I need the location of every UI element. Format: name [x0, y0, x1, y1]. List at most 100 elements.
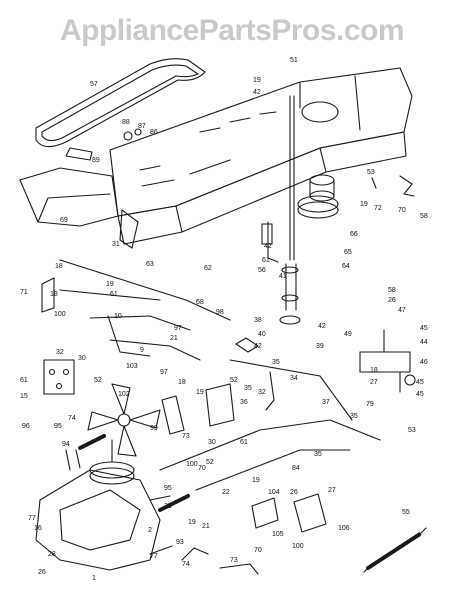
part-number-label: 100 — [54, 311, 66, 318]
part-number-label: 96 — [22, 423, 30, 430]
part-number-label: 47 — [398, 307, 406, 314]
part-number-label: 36 — [240, 399, 248, 406]
part-number-label: 42 — [264, 243, 272, 250]
part-number-label: 61 — [20, 377, 28, 384]
part-number-label: 21 — [170, 335, 178, 342]
part-number-label: 93 — [176, 539, 184, 546]
part-number-label: 52 — [230, 377, 238, 384]
part-number-label: 30 — [208, 439, 216, 446]
part-number-label: 70 — [398, 207, 406, 214]
part-number-label: 49 — [344, 331, 352, 338]
part-number-label: 35 — [272, 359, 280, 366]
part-number-label: 1 — [92, 575, 96, 582]
part-number-label: 22 — [222, 489, 230, 496]
part-number-label: 70 — [254, 547, 262, 554]
part-number-label: 61 — [262, 257, 270, 264]
part-number-label: 105 — [272, 531, 284, 538]
idler-pulley — [297, 174, 339, 219]
part-number-label: 18 — [370, 367, 378, 374]
part-number-label: 79 — [366, 401, 374, 408]
part-number-label: 89 — [92, 157, 100, 164]
part-number-label: 28 — [48, 551, 56, 558]
part-number-label: 30 — [78, 355, 86, 362]
part-number-label: 27 — [370, 379, 378, 386]
part-number-label: 2 — [148, 527, 152, 534]
part-number-label: 103 — [126, 363, 138, 370]
part-number-label: 32 — [258, 389, 266, 396]
extension-spring — [366, 532, 422, 570]
part-number-label: 19 — [360, 201, 368, 208]
part-number-label: 72 — [374, 205, 382, 212]
part-number-label: 77 — [28, 515, 36, 522]
part-number-label: 35 — [244, 385, 252, 392]
part-number-label: 21 — [202, 523, 210, 530]
part-number-label: 52 — [206, 459, 214, 466]
part-number-label: 42 — [254, 343, 262, 350]
part-number-label: 42 — [253, 89, 261, 96]
part-number-label: 74 — [68, 415, 76, 422]
part-number-label: 31 — [112, 241, 120, 248]
part-number-label: 63 — [146, 261, 154, 268]
part-number-label: 70 — [198, 465, 206, 472]
part-number-label: 52 — [94, 377, 102, 384]
part-number-label: 37 — [322, 399, 330, 406]
part-number-label: 26 — [290, 489, 298, 496]
part-number-label: 34 — [290, 375, 298, 382]
part-number-label: 66 — [350, 231, 358, 238]
part-number-label: 95 — [164, 485, 172, 492]
part-number-label: 19 — [188, 519, 196, 526]
part-number-label: 65 — [344, 249, 352, 256]
watermark: AppliancePartsPros.com — [59, 14, 405, 47]
part-number-label: 97 — [160, 369, 168, 376]
part-number-label: 58 — [420, 213, 428, 220]
part-number-label: 53 — [367, 169, 375, 176]
part-number-label: 44 — [420, 339, 428, 346]
part-number-label: 68 — [196, 299, 204, 306]
part-number-label: 102 — [118, 391, 130, 398]
part-number-label: 15 — [20, 393, 28, 400]
part-number-label: 45 — [416, 391, 424, 398]
part-number-label: 10 — [114, 313, 122, 320]
part-number-label: 19 — [196, 389, 204, 396]
part-number-label: 26 — [388, 297, 396, 304]
part-number-label: 98 — [216, 309, 224, 316]
part-number-label: 94 — [62, 441, 70, 448]
part-number-label: 97 — [174, 325, 182, 332]
part-number-label: 35 — [314, 451, 322, 458]
part-number-label: 95 — [54, 423, 62, 430]
part-number-label: 62 — [204, 265, 212, 272]
part-number-label: 27 — [328, 487, 336, 494]
part-number-label: 84 — [292, 465, 300, 472]
drive-belt — [35, 58, 206, 148]
part-number-label: 19 — [252, 477, 260, 484]
part-number-label: 20 — [164, 503, 172, 510]
part-number-label: 99 — [150, 425, 158, 432]
part-number-label: 39 — [316, 343, 324, 350]
part-number-label: 46 — [420, 359, 428, 366]
part-number-label: 77 — [150, 553, 158, 560]
part-number-label: 61 — [110, 291, 118, 298]
part-number-label: 45 — [416, 379, 424, 386]
part-number-label: 57 — [90, 81, 98, 88]
part-number-label: 18 — [178, 379, 186, 386]
part-number-label: 61 — [240, 439, 248, 446]
part-number-label: 73 — [230, 557, 238, 564]
part-number-label: 104 — [268, 489, 280, 496]
part-number-label: 88 — [122, 119, 130, 126]
part-number-label: 56 — [258, 267, 266, 274]
frame-chassis — [109, 67, 413, 245]
part-number-label: 86 — [150, 129, 158, 136]
part-number-label: 74 — [182, 561, 190, 568]
part-number-label: 9 — [140, 347, 144, 354]
part-number-label: 71 — [20, 289, 28, 296]
part-number-label: 106 — [338, 525, 350, 532]
part-number-label: 35 — [350, 413, 358, 420]
part-number-label: 18 — [50, 291, 58, 298]
part-number-label: 32 — [56, 349, 64, 356]
part-number-label: 58 — [388, 287, 396, 294]
part-number-label: 100 — [292, 543, 304, 550]
part-number-label: 69 — [60, 217, 68, 224]
